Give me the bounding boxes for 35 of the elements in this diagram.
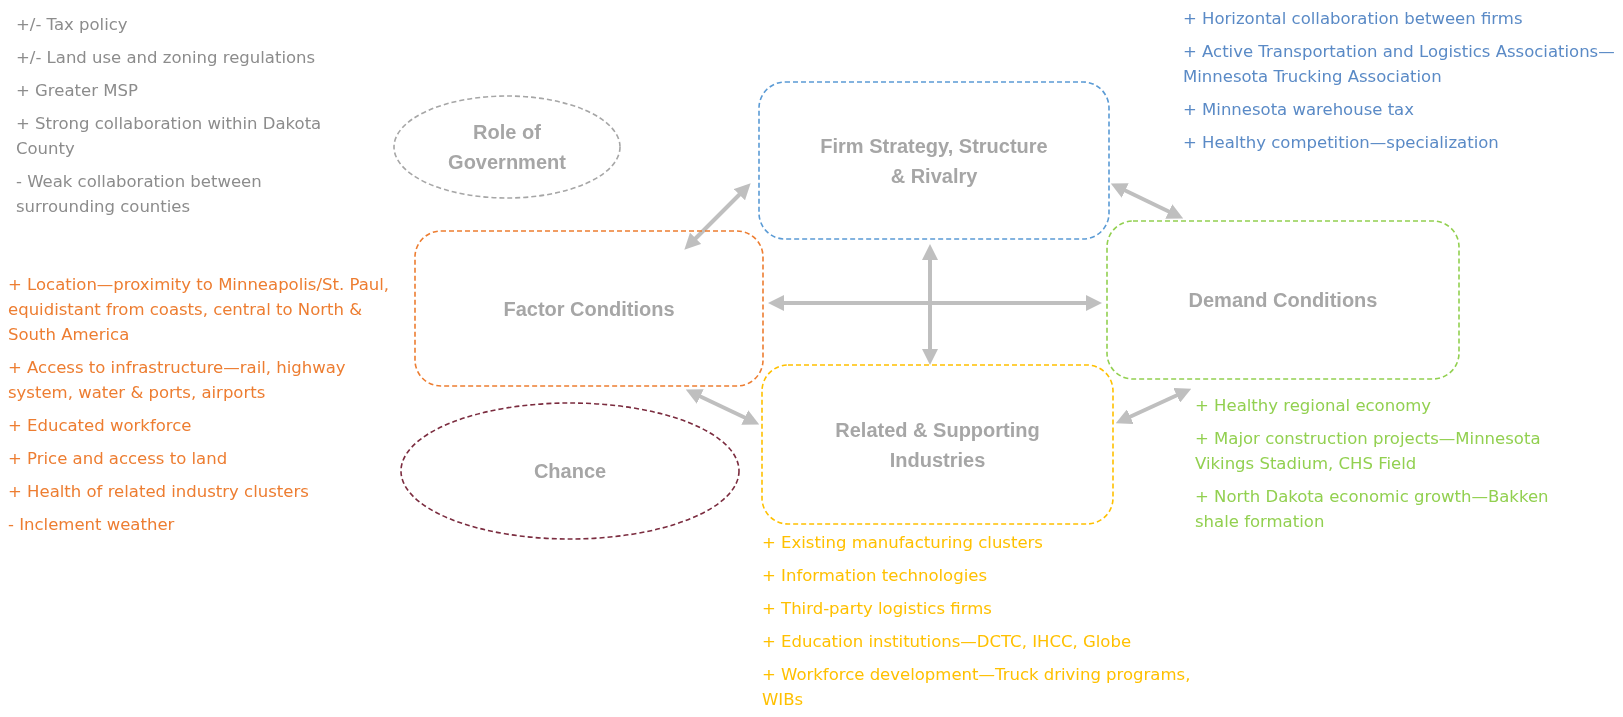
- node-title: Role of Government: [447, 120, 567, 175]
- bullet-text: + Education institutions—DCTC, IHCC, Globe: [762, 631, 1133, 653]
- double-arrow: [1110, 183, 1184, 219]
- bullet-text: + Access to infrastructure—rail, highway system, water & ports, airports: [8, 357, 347, 404]
- bullet-text: + Location—proximity to Minneapolis/St. Paul, equidistant from coasts, central to North & South America: [8, 274, 391, 346]
- node-title: Chance: [533, 459, 607, 484]
- bullet-text: + Price and access to land: [8, 448, 229, 470]
- bullet-text: + Educated workforce: [8, 415, 193, 437]
- bullet-text: + Information technologies: [762, 565, 988, 587]
- bullet-text: + Health of related industry clusters: [8, 481, 310, 503]
- double-arrow: [922, 244, 938, 365]
- bullet-text: - Weak collaboration between surrounding counties: [16, 171, 263, 218]
- double-arrow: [684, 183, 751, 250]
- node-title: Related & Supporting Industries: [834, 417, 1041, 473]
- node-title: Factor Conditions: [503, 296, 675, 322]
- node-title: Demand Conditions: [1188, 288, 1378, 313]
- bullet-text: + Active Transportation and Logistics Associations—Minnesota Trucking Association: [1183, 41, 1616, 88]
- bullet-text: + Existing manufacturing clusters: [762, 532, 1044, 554]
- bullet-text: + Strong collaboration within Dakota County: [16, 113, 323, 160]
- bullet-text: - Inclement weather: [8, 514, 176, 536]
- node-title: Firm Strategy, Structure & Rivalry: [819, 133, 1049, 189]
- bullet-text: + Greater MSP: [16, 80, 139, 102]
- double-arrow: [1115, 388, 1192, 424]
- bullet-text: + Horizontal collaboration between firms: [1183, 8, 1524, 30]
- bullet-text: + Major construction projects—Minnesota Vikings Stadium, CHS Field: [1195, 428, 1542, 475]
- bullet-text: + Healthy regional economy: [1195, 395, 1433, 417]
- bullet-text: + Third-party logistics firms: [762, 598, 993, 620]
- bullet-text: +/- Tax policy: [16, 14, 129, 36]
- bullet-text: + Minnesota warehouse tax: [1183, 99, 1415, 121]
- bullet-text: + Healthy competition—specialization: [1183, 132, 1500, 154]
- bullet-text: + North Dakota economic growth—Bakken shale formation: [1195, 486, 1550, 533]
- bullet-text: + Workforce development—Truck driving programs, WIBs: [762, 664, 1192, 711]
- double-arrow: [768, 295, 1102, 311]
- double-arrow: [685, 389, 760, 425]
- bullet-text: +/- Land use and zoning regulations: [16, 47, 317, 69]
